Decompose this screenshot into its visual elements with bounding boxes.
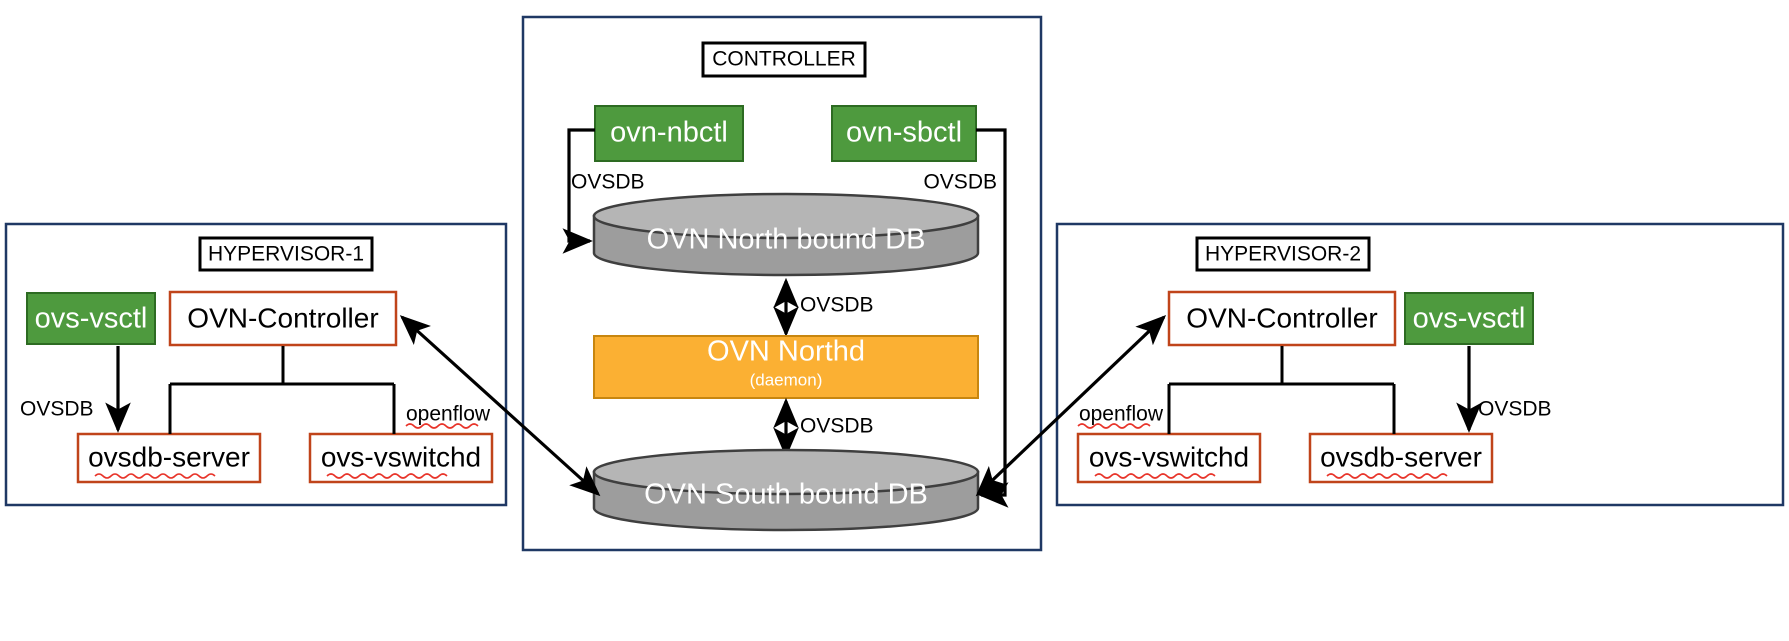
h2-ovsdb-server-spellcheck-underline <box>1326 473 1448 479</box>
edge-nbctl-label: OVSDB <box>571 171 645 194</box>
hypervisor-2-tag <box>1195 236 1371 272</box>
ovn-nbctl-box[interactable] <box>594 105 744 162</box>
ovn-south-bound-db-label: OVN South bound DB <box>644 479 928 511</box>
h2-ovs-vsctl-box[interactable] <box>1404 292 1534 345</box>
ovn-sbctl-box[interactable] <box>831 105 977 162</box>
h1-ovs-vsctl-box[interactable] <box>26 292 156 345</box>
edge-south-db-to-hv2-controller <box>975 315 1167 497</box>
edge-sbctl-label: OVSDB <box>923 171 997 194</box>
controller-label: CONTROLLER <box>712 48 856 71</box>
h1-edge-openflow-label: openflow <box>406 403 491 426</box>
h1-edge-vsctl-label: OVSDB <box>20 398 94 421</box>
ovn-sbctl-label: ovn-sbctl <box>846 117 962 149</box>
ovn-north-bound-db-label: OVN North bound DB <box>647 224 926 256</box>
h1-ovn-controller-label: OVN-Controller <box>187 302 378 333</box>
h2-ovs-vswitchd-label: ovs-vswitchd <box>1089 441 1249 472</box>
edge-nbctl-to-north-db <box>562 128 595 254</box>
h1-ovs-vswitchd-label: ovs-vswitchd <box>321 441 481 472</box>
ovn-north-bound-db-cylinder[interactable]: OVN North bound DB <box>592 192 980 277</box>
h1-ovsdb-server-spellcheck-underline <box>94 473 216 479</box>
hypervisor-2-label: HYPERVISOR-2 <box>1205 243 1361 266</box>
edge-south-db-to-hv1-controller <box>399 315 601 497</box>
hypervisor-1-tag <box>198 236 374 272</box>
controller-tag <box>701 41 867 78</box>
ovn-northd-box[interactable] <box>593 335 979 399</box>
h2-edge-vsctl-label: OVSDB <box>1478 398 1552 421</box>
h1-ovsdb-server-label: ovsdb-server <box>88 441 250 472</box>
h1-ovn-controller-box[interactable] <box>168 290 398 347</box>
h2-ovsdb-server-box[interactable] <box>1308 432 1494 484</box>
h2-ovn-controller-box[interactable] <box>1167 290 1397 347</box>
h2-ovs-vsctl-label: ovs-vsctl <box>1413 303 1526 335</box>
h2-ovn-controller-label: OVN-Controller <box>1186 302 1377 333</box>
hypervisor-1-label: HYPERVISOR-1 <box>208 243 364 266</box>
ovn-nbctl-label: ovn-nbctl <box>610 117 728 149</box>
h2-ovsdb-server-label: ovsdb-server <box>1320 441 1482 472</box>
ovn-south-bound-db-cylinder[interactable]: OVN South bound DB <box>592 448 980 532</box>
h1-ovs-vsctl-label: ovs-vsctl <box>35 303 148 335</box>
ovn-northd-sublabel: (daemon) <box>750 370 823 389</box>
edge-north-db-northd-label: OVSDB <box>800 294 874 317</box>
h2-controller-branch-connector <box>1167 346 1396 434</box>
h1-ovsdb-server-box[interactable] <box>76 432 262 484</box>
ovn-northd-label: OVN Northd <box>707 336 865 368</box>
h1-controller-branch-connector <box>168 346 396 434</box>
edge-northd-south-db-label: OVSDB <box>800 415 874 438</box>
h2-edge-openflow-label: openflow <box>1079 403 1164 426</box>
